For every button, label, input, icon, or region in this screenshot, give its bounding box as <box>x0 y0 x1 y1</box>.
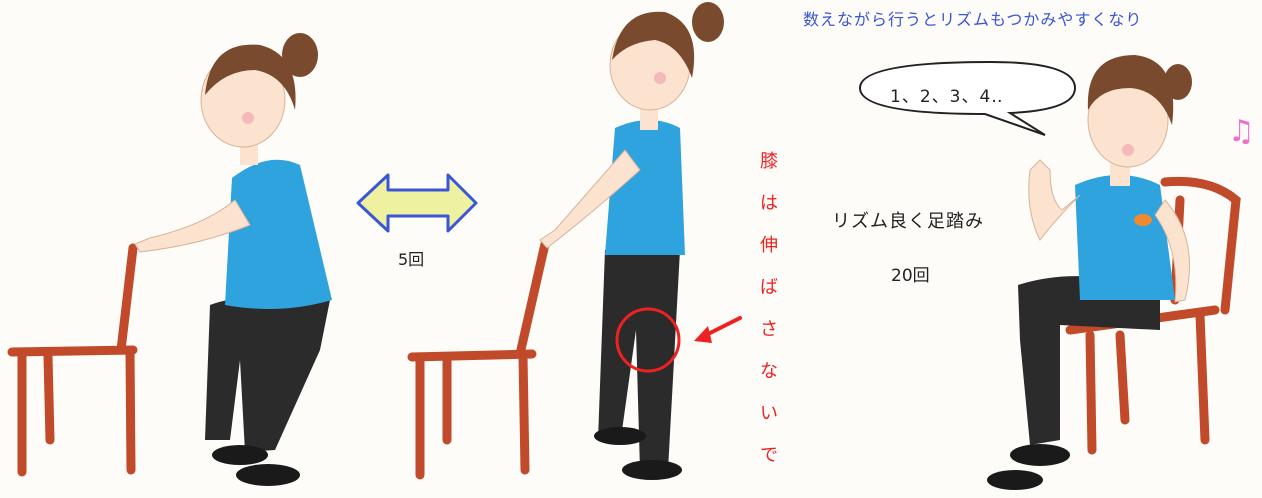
figure-squat-stand <box>407 2 724 480</box>
shoe-left-a <box>212 445 268 465</box>
instruction-note: 数えながら行うとリズムもつかみやすくなり <box>803 10 1143 29</box>
chair-left <box>7 243 138 477</box>
knee-warning-char: 伸 <box>760 235 778 256</box>
shoe-mid-b <box>622 460 682 480</box>
speech-bubble <box>858 60 1077 136</box>
shoe-left-b <box>236 464 300 486</box>
cheek-left <box>242 112 254 124</box>
shoe-right-a <box>1010 444 1070 466</box>
shoe-right-b <box>987 470 1043 490</box>
knee-warning-char: な <box>760 361 778 382</box>
knee-warning-text: 膝 は 伸 ば さ な い で <box>757 150 781 486</box>
double-arrow-icon <box>356 173 478 233</box>
knee-warning-char: 膝 <box>760 151 778 172</box>
knee-warning-char: ば <box>760 277 778 298</box>
shirt-left <box>225 159 332 309</box>
squat-repetitions: 5回 <box>398 250 425 269</box>
chair-middle <box>407 239 550 480</box>
bun-right <box>1164 64 1192 100</box>
knee-warning-char: い <box>760 403 778 424</box>
knee-warning-char: で <box>760 445 778 466</box>
figure-squat-start <box>7 33 332 486</box>
step-repetitions: 20回 <box>891 266 930 286</box>
music-note-icon: ♫ <box>1228 114 1255 149</box>
cheek-middle <box>654 72 666 84</box>
knee-highlight-circle <box>615 307 681 373</box>
shoe-mid-a <box>594 427 646 445</box>
hair-right <box>1087 55 1174 125</box>
figure-seated-march <box>987 55 1241 490</box>
pants-left <box>205 296 330 452</box>
pants-right <box>1018 276 1160 445</box>
hair-middle <box>612 11 695 78</box>
arm-middle <box>539 149 641 249</box>
red-arrow-icon <box>694 316 742 343</box>
lower-arm-right <box>1154 199 1190 303</box>
cheek-right <box>1122 144 1134 156</box>
arm-left <box>134 199 251 253</box>
knee-warning-char: さ <box>760 319 778 340</box>
shirt-logo <box>1134 214 1152 226</box>
pants-middle <box>598 250 680 470</box>
speech-bubble-text: 1、2、3、4‥ <box>890 87 1004 107</box>
shirt-right <box>1075 175 1175 300</box>
step-instruction: リズム良く足踏み <box>832 211 984 232</box>
knee-warning-char: は <box>760 193 778 214</box>
raised-arm-right <box>1028 159 1081 241</box>
ponytail-middle <box>692 2 724 42</box>
hair-left <box>205 44 296 111</box>
ponytail-left <box>282 33 318 77</box>
